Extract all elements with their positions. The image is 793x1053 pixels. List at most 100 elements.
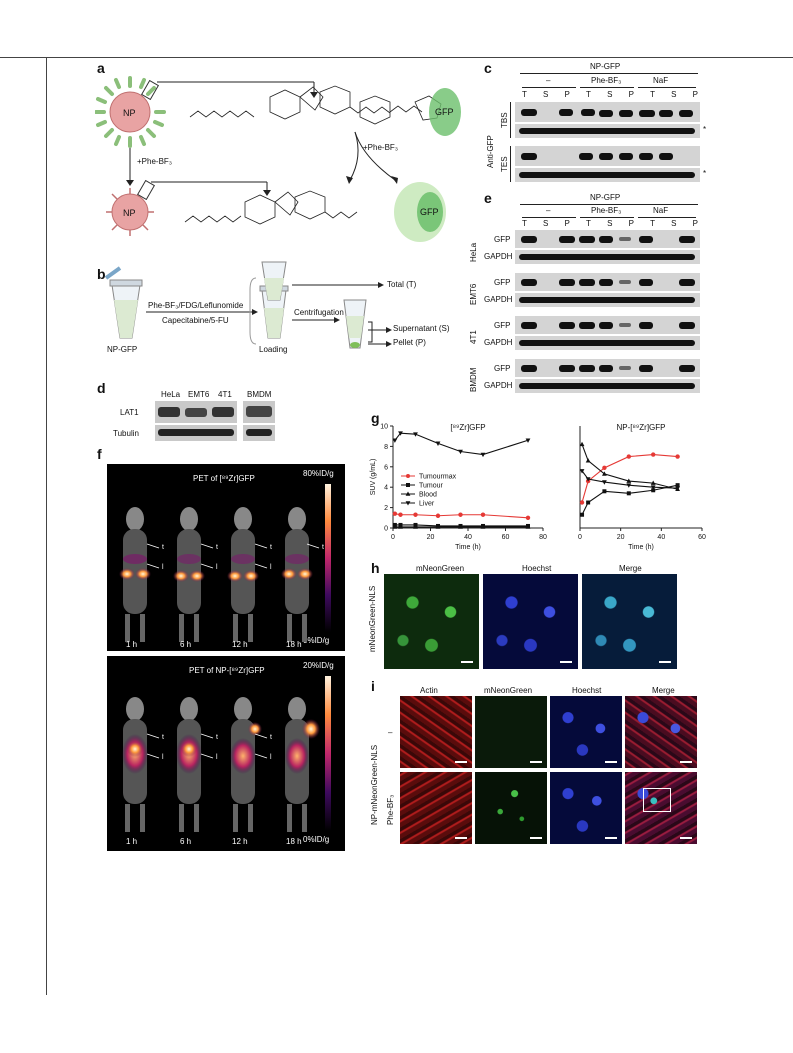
- pet-t-label: t: [162, 734, 164, 741]
- data-point: [586, 500, 591, 505]
- x-tick-label: 40: [464, 534, 472, 541]
- e-cell-bmdm: BMDM: [469, 367, 478, 392]
- mouse-1h-bottom: [122, 697, 148, 832]
- d-blot-tubulin-bmdm: [243, 425, 275, 441]
- data-point: [579, 500, 585, 505]
- mouse-1h-top: [119, 507, 151, 642]
- treatment-label: Phe-BF₃/FDG/Leflunomide: [148, 301, 244, 310]
- d-blot-lat1-bmdm: [243, 401, 275, 423]
- h-side-label: mNeonGreen-NLS: [368, 585, 377, 652]
- legend-label: Tumour: [419, 483, 444, 490]
- c-blot-tbs-1: [515, 102, 700, 122]
- top-linker-structure: [189, 85, 442, 125]
- panel-label-a: a: [97, 60, 105, 76]
- legend-label: Tumourmax: [419, 474, 457, 481]
- data-point: [525, 524, 531, 529]
- c-blot-tbs-2: [515, 124, 700, 138]
- d-row-tubulin: Tubulin: [113, 429, 139, 438]
- y-tick-label: 10: [380, 424, 388, 431]
- c-group-line-2: [580, 87, 634, 88]
- pet-t-label: t: [216, 544, 218, 551]
- data-point: [580, 512, 585, 517]
- mouse-12h-top: [227, 507, 259, 642]
- c-group-2: Phe-BF₃: [591, 76, 622, 85]
- loading-label: Loading: [259, 345, 288, 354]
- pet-time-top: 1 h: [126, 640, 138, 649]
- data-point: [435, 524, 441, 529]
- pet-bottom-min: 0%ID/g: [303, 835, 330, 844]
- data-point: [398, 431, 403, 436]
- panel-label-i: i: [371, 678, 375, 694]
- e-row-gapdh: GAPDH: [484, 252, 513, 261]
- pet-mice: [119, 507, 320, 832]
- c-lane: P: [628, 90, 634, 99]
- d-cell-bmdm: BMDM: [247, 390, 272, 399]
- pet-time-bottom: 18 h: [286, 837, 302, 846]
- e-row-gfp: GFP: [494, 321, 511, 330]
- e-row-gapdh: GAPDH: [484, 295, 513, 304]
- panel-label-d: d: [97, 380, 106, 396]
- left-margin-rule: [46, 57, 47, 995]
- phe-bf3-left-label: +Phe-BF₃: [137, 157, 172, 166]
- i-col-actin: Actin: [420, 686, 438, 695]
- c-row-tes: TES: [500, 156, 509, 172]
- e-header-line: [520, 204, 698, 205]
- chart-title: NP-[⁸⁹Zr]GFP: [616, 423, 665, 432]
- e-lane: T: [522, 219, 527, 228]
- pet-t-label: t: [270, 544, 272, 551]
- i-inset-box: [643, 788, 671, 812]
- y-tick-label: 0: [384, 526, 388, 533]
- data-point: [585, 458, 591, 463]
- x-tick-label: 40: [657, 534, 665, 541]
- pet-t-label: t: [162, 544, 164, 551]
- data-point: [602, 489, 607, 494]
- h-img-mneongreen: [384, 574, 479, 669]
- e-row-gapdh: GAPDH: [484, 338, 513, 347]
- series-line: [581, 444, 678, 490]
- e-group-line-1: [522, 217, 576, 218]
- i-img-merge-2: [625, 772, 697, 844]
- i-img-mng-1: [475, 696, 547, 768]
- pet-time-bottom: 12 h: [232, 837, 248, 846]
- c-bracket-tes: [510, 146, 511, 182]
- e-lane: S: [607, 219, 613, 228]
- legend-label: Blood: [419, 492, 437, 499]
- e-cell-emt6: EMT6: [469, 283, 478, 305]
- i-row-1-label: –: [388, 728, 393, 737]
- x-tick-label: 20: [427, 534, 435, 541]
- pet-l-label: l: [270, 754, 272, 761]
- e-lane: P: [564, 219, 570, 228]
- pet-bottom-title: PET of NP-[⁸⁹Zr]GFP: [189, 666, 265, 675]
- pellet-label: Pellet (P): [393, 338, 426, 347]
- data-point: [458, 449, 463, 455]
- data-point: [626, 491, 631, 496]
- data-point: [626, 483, 632, 488]
- e-row-gfp: GFP: [494, 278, 511, 287]
- pet-l-label: l: [270, 564, 272, 571]
- pet-top-max: 80%ID/g: [303, 469, 334, 478]
- panel-b-scheme: [104, 261, 392, 349]
- data-point: [435, 513, 441, 518]
- i-side-label: NP-mNeonGreen-NLS: [370, 744, 379, 825]
- mouse-6h-top: [173, 507, 205, 642]
- pet-l-label: l: [162, 754, 164, 761]
- data-point: [398, 524, 403, 529]
- data-point: [585, 477, 591, 482]
- data-point: [626, 478, 632, 483]
- d-cell-emt6: EMT6: [188, 390, 210, 399]
- c-group-line-3: [638, 87, 696, 88]
- c-lane: T: [522, 90, 527, 99]
- pet-time-bottom: 6 h: [180, 837, 192, 846]
- e-blot-hela-gapdh: [515, 250, 700, 264]
- i-img-merge-1: [625, 696, 697, 768]
- d-cell-hela: HeLa: [161, 390, 181, 399]
- y-tick-label: 2: [384, 505, 388, 512]
- e-cell-hela: HeLa: [469, 242, 478, 262]
- data-point: [579, 469, 585, 474]
- np-gfp-label: NP-GFP: [107, 345, 138, 354]
- c-lane: P: [564, 90, 570, 99]
- c-lane: P: [692, 90, 698, 99]
- d-blot-lat1: [155, 401, 237, 423]
- top-rule: [0, 57, 793, 58]
